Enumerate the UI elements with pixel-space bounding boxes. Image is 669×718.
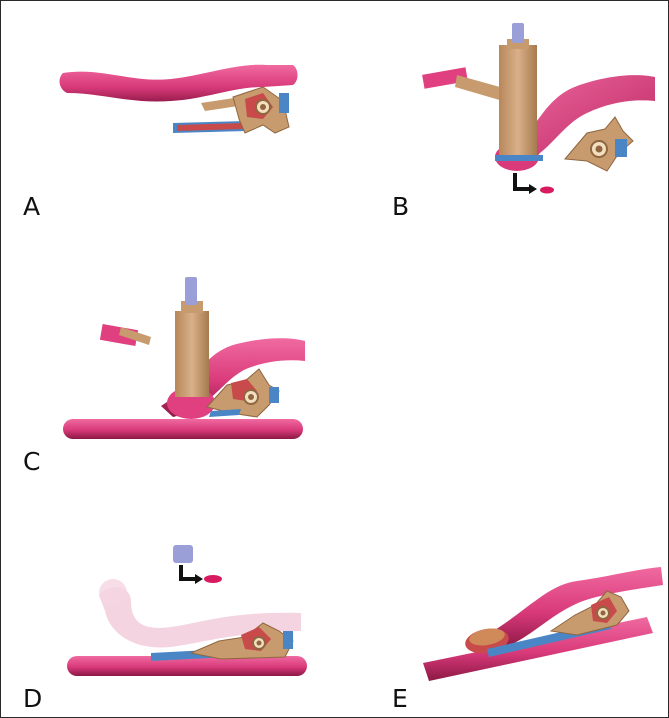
faded-vessel-end (99, 579, 127, 607)
panel-e-illustration (337, 481, 667, 713)
plunger (512, 23, 524, 43)
release-arrow (181, 565, 195, 579)
vessel (63, 419, 303, 439)
panel-a-illustration (1, 1, 331, 233)
panel-b: B (337, 1, 667, 233)
panel-a: A (1, 1, 331, 233)
panel-c: C (1, 241, 331, 473)
plug-marker (204, 575, 222, 583)
applicator-body (175, 311, 209, 397)
panel-e: E (337, 481, 667, 713)
closure-device (565, 117, 633, 171)
footplate (495, 155, 543, 161)
panel-d-illustration (1, 481, 331, 713)
applicator-body (499, 45, 537, 155)
panel-label: B (392, 194, 409, 219)
plunger (185, 277, 197, 305)
arrow-head (529, 184, 537, 194)
panel-label: E (392, 686, 408, 711)
panel-d: D (1, 481, 331, 713)
panel-label: D (23, 686, 42, 711)
panel-label: C (23, 449, 40, 474)
release-arrow (515, 173, 529, 189)
panel-label: A (23, 194, 40, 219)
plunger (173, 545, 193, 563)
plug-marker (540, 187, 554, 194)
arrow-head (195, 574, 203, 584)
panel-c-illustration (1, 241, 331, 473)
panel-b-illustration (337, 1, 667, 233)
